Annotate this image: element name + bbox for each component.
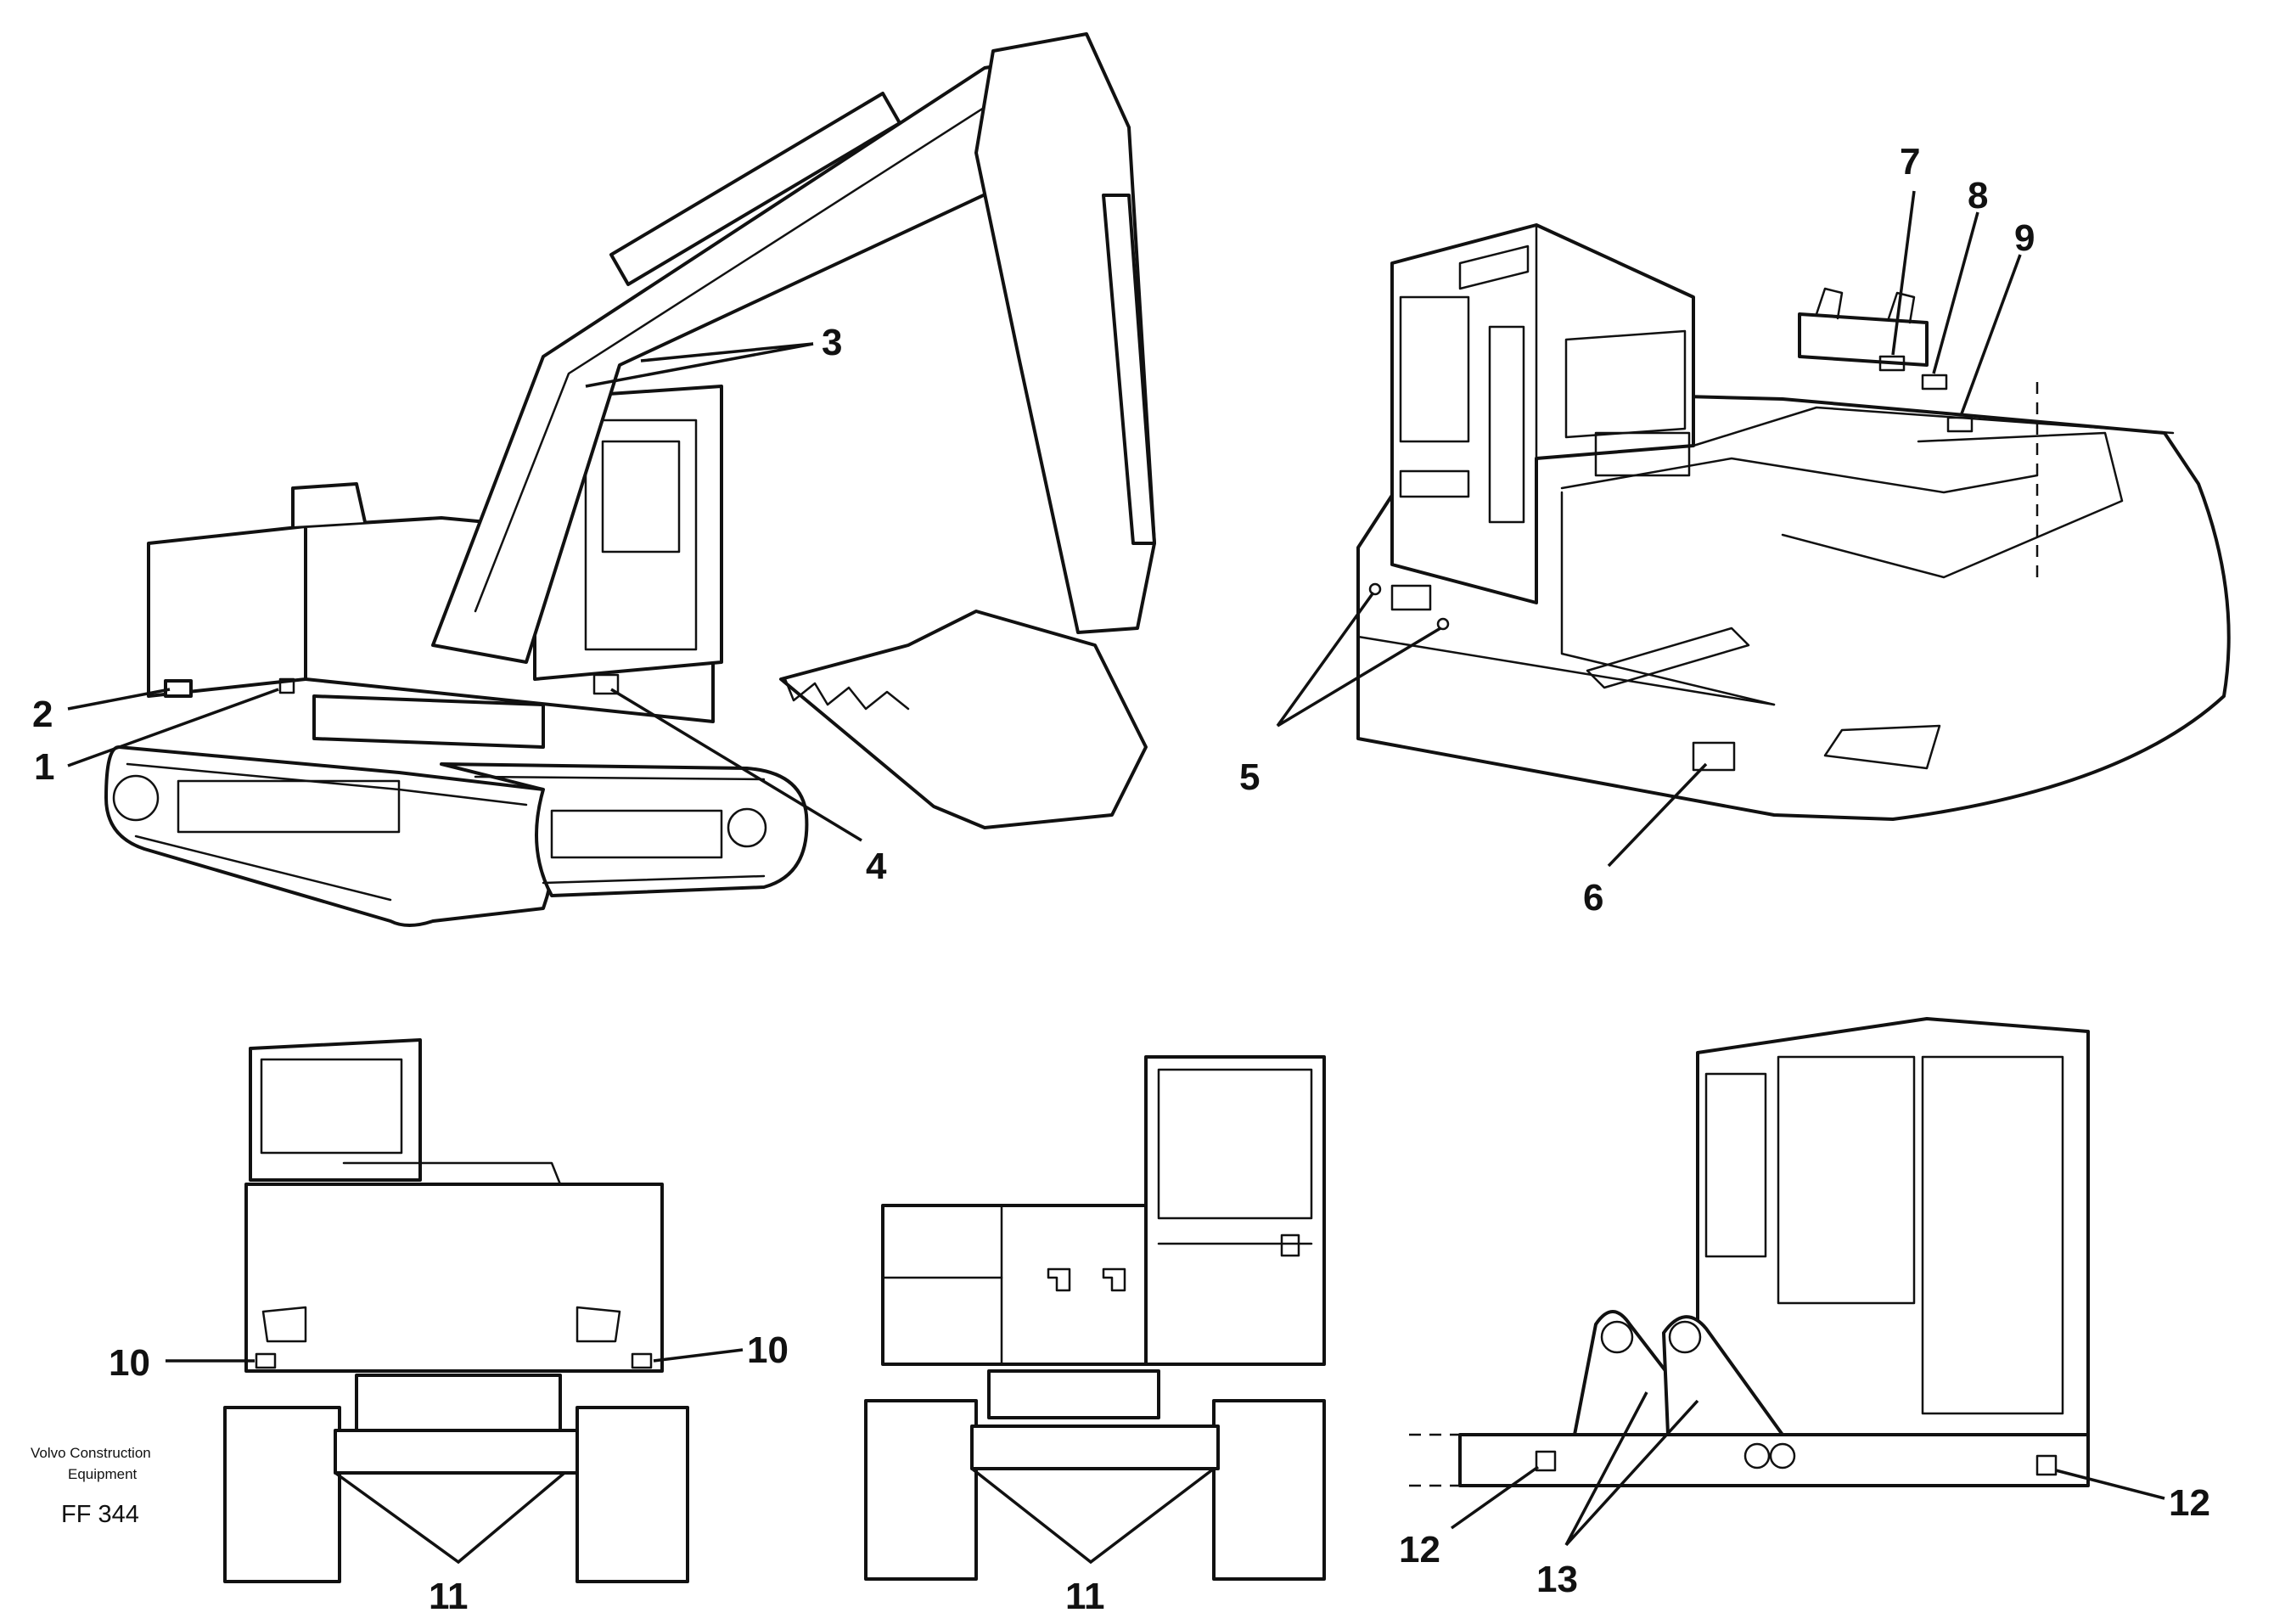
leader-2 [67, 688, 171, 711]
callout-5: 5 [1239, 756, 1260, 798]
leader-11-mid [970, 1467, 1216, 1565]
front-view [223, 1038, 689, 1583]
leader-12-right [2055, 1469, 2165, 1500]
leader-lines [67, 190, 2165, 1565]
figure-code: FF 344 [61, 1501, 139, 1528]
boom [431, 58, 1054, 664]
side-view [864, 1055, 1326, 1581]
credit-block: Volvo Construction Equipment FF 344 [31, 1445, 151, 1528]
callout-10-left: 10 [109, 1342, 150, 1384]
bucket [779, 610, 1148, 829]
callout-12-left: 12 [1399, 1529, 1440, 1571]
leader-10-right [653, 1348, 744, 1363]
leader-6 [1607, 762, 1708, 868]
callout-10-right: 10 [747, 1329, 789, 1371]
leader-7 [1891, 190, 1916, 356]
credit-line-1: Volvo Construction [31, 1445, 151, 1461]
leader-1 [67, 688, 279, 767]
callout-13: 13 [1536, 1559, 1578, 1600]
callout-9: 9 [2014, 217, 2035, 259]
leader-12-left [1450, 1465, 1540, 1530]
slewing-ring [312, 694, 545, 749]
callout-12-right: 12 [2169, 1482, 2210, 1524]
callout-6: 6 [1583, 877, 1603, 919]
rear-perspective-view [1409, 1017, 2090, 1487]
leader-5 [1276, 591, 1441, 728]
callout-8: 8 [1968, 175, 1988, 216]
excavator-perspective-view [104, 32, 1156, 927]
leader-13 [1564, 1391, 1699, 1547]
callout-numbers: 1 2 3 4 5 6 7 8 9 10 10 11 11 12 12 13 [32, 141, 2210, 1617]
callout-11-mid: 11 [1065, 1576, 1105, 1617]
leader-3 [585, 342, 814, 388]
upper-structure-perspective-view [1356, 223, 2231, 821]
callout-3: 3 [822, 322, 842, 363]
arm [974, 32, 1156, 634]
callout-7: 7 [1900, 141, 1920, 183]
credit-line-2: Equipment [68, 1466, 138, 1482]
leader-8 [1932, 211, 1979, 374]
leader-9 [1959, 254, 2022, 417]
leader-4 [610, 688, 862, 842]
callout-11-left: 11 [429, 1576, 469, 1617]
callout-4: 4 [866, 846, 887, 887]
undercarriage-tracks [104, 745, 809, 927]
leader-11-left [334, 1471, 566, 1565]
callout-2: 2 [32, 694, 53, 735]
callout-1: 1 [34, 746, 54, 788]
